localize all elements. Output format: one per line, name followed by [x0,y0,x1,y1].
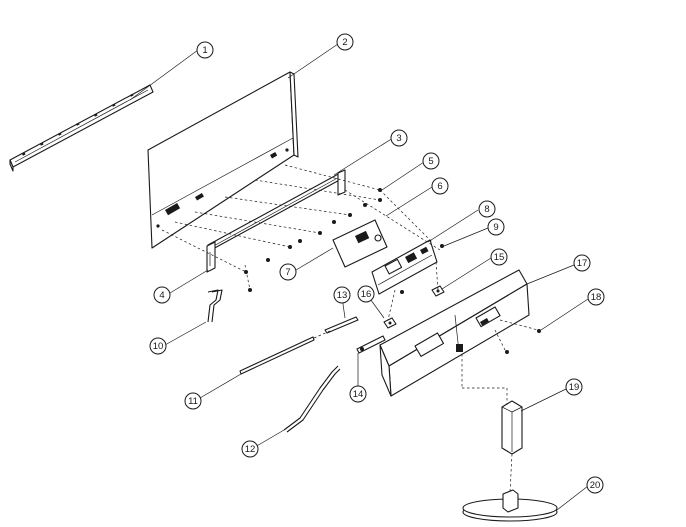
callout-number: 8 [484,204,489,215]
callout-16: 16 [357,285,375,303]
callout-17: 17 [573,254,591,272]
callout-15: 15 [490,248,508,266]
callout-circle [431,177,449,195]
callout-number: 15 [494,252,505,263]
callout-20: 20 [586,476,604,494]
part-17-front-bezel [379,269,530,397]
callout-number: 17 [577,258,588,269]
callout-circle [586,476,604,494]
part-2-lcd-panel [147,71,299,249]
callout-number: 11 [188,396,198,407]
callout-9: 9 [487,218,505,236]
callout-number: 18 [591,292,602,303]
callout-circle [196,41,214,59]
callout-number: 20 [590,480,601,491]
callout-number: 14 [353,389,364,400]
screws [244,188,541,354]
callout-circle [153,286,171,304]
callout-number: 9 [493,222,498,233]
assembly-guide-lines [161,164,539,493]
callout-circle [357,285,375,303]
part-12-wire [283,365,341,433]
callout-6: 6 [431,177,449,195]
part-8-main-board [371,239,438,295]
part-13-light-guide [324,316,359,334]
part-16-button [383,317,397,329]
part-11-rod [239,336,315,375]
callout-5: 5 [422,152,440,170]
callout-number: 3 [396,133,401,144]
callout-circle [490,248,508,266]
callout-number: 6 [437,181,442,192]
callout-number: 10 [153,341,164,352]
callout-14: 14 [349,385,367,403]
callout-number: 13 [337,290,348,301]
callout-number: 2 [342,37,347,48]
callout-circle [587,288,605,306]
callout-number: 5 [428,156,433,167]
callout-circle [390,129,408,147]
callout-number: 1 [202,45,207,56]
leader-lines [129,43,589,511]
callout-number: 16 [361,289,372,300]
callout-13: 13 [333,286,351,304]
callout-circle [573,254,591,272]
callout-number: 19 [569,382,580,393]
callout-circle [422,152,440,170]
callout-10: 10 [149,337,167,355]
callout-circle [333,286,351,304]
callout-18: 18 [587,288,605,306]
callout-11: 11 [184,392,202,410]
callout-3: 3 [390,129,408,147]
callout-number: 7 [285,267,290,278]
callout-circle [349,385,367,403]
part-10-cable [207,289,223,323]
part-15-button [431,285,445,297]
callout-12: 12 [241,440,259,458]
callout-1: 1 [196,41,214,59]
part-20-base [462,489,558,522]
callout-circle [184,392,202,410]
callout-19: 19 [565,378,583,396]
callout-7: 7 [279,263,297,281]
callout-circle [149,337,167,355]
callout-circle [487,218,505,236]
part-14-key-board [356,335,386,354]
part-4-bracket-foot [206,241,216,273]
callout-number: 4 [159,290,164,301]
callout-8: 8 [478,200,496,218]
callout-circle [279,263,297,281]
callout-4: 4 [153,286,171,304]
callout-circle [478,200,496,218]
callout-circle [336,33,354,51]
callout-circle [241,440,259,458]
callout-number: 12 [245,444,256,455]
callout-2: 2 [336,33,354,51]
part-1-top-rail [9,84,154,172]
part-19-stand-neck [501,400,523,455]
callout-circle [565,378,583,396]
part-6-small-board [332,219,388,268]
